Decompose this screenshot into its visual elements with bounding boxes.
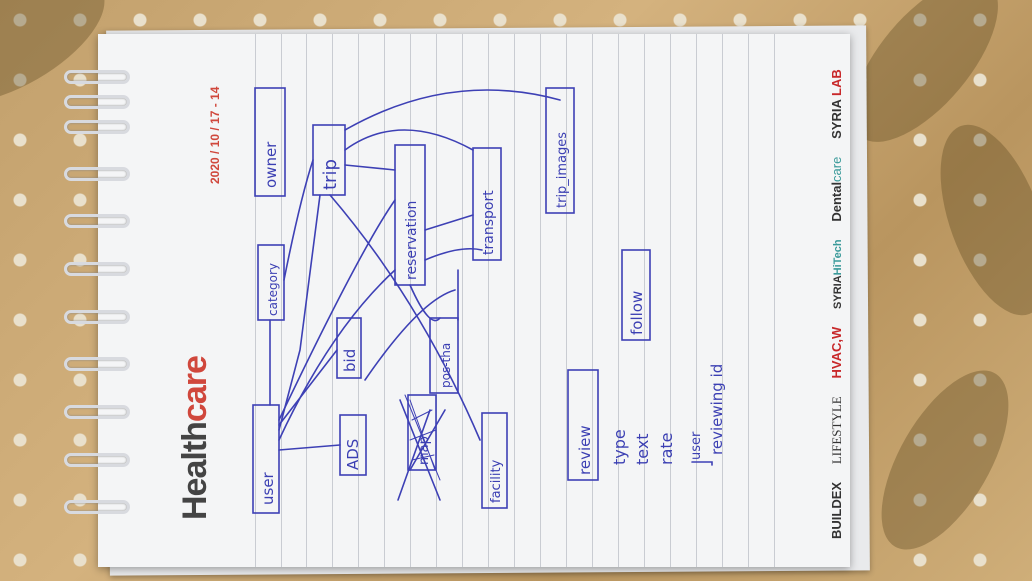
spiral-ring [64, 453, 130, 467]
entity-box-trip-images [545, 87, 575, 214]
entity-owner: owner [262, 141, 280, 188]
entity-trip: trip [320, 159, 341, 190]
entity-follow: follow [628, 291, 646, 335]
entity-trip-images: trip_images [555, 132, 570, 208]
spiral-ring [64, 310, 130, 324]
entity-pos-tha: pos-tha [439, 343, 453, 388]
review-field-rate: rate [657, 433, 676, 466]
entity-ads: ADS [344, 439, 362, 470]
review-field-text: text [633, 433, 652, 465]
spiral-ring [64, 70, 130, 84]
entity-box-follow [621, 249, 651, 341]
review-field-type: type [610, 429, 629, 465]
entity-box-category [257, 244, 285, 321]
entity-review: review [576, 425, 594, 475]
spiral-ring [64, 405, 130, 419]
entity-bid: bid [341, 349, 359, 372]
entity-box-facility [481, 412, 508, 509]
notebook-page: Healthcare 2020 / 10 / 17 - 14 BUILDEX L… [98, 34, 850, 567]
spiral-ring [64, 167, 130, 181]
entity-transport: transport [481, 190, 497, 255]
spiral-ring [64, 120, 130, 134]
entity-box-review [567, 369, 599, 481]
review-field-reviewing-id: reviewing id [708, 364, 726, 455]
review-field-user: user [689, 431, 704, 460]
entity-box-bid [336, 317, 362, 379]
spiral-ring [64, 500, 130, 514]
entity-box-pos-tha [429, 317, 459, 394]
entity-reservation: reservation [404, 201, 420, 280]
spiral-ring [64, 214, 130, 228]
entity-box-owner [254, 87, 286, 197]
spiral-ring [64, 357, 130, 371]
spiral-ring [64, 95, 130, 109]
entity-box-transport [472, 147, 502, 261]
entity-box-user [252, 404, 280, 514]
entity-user: user [259, 471, 277, 505]
spiral-ring [64, 262, 130, 276]
entity-box-map [407, 394, 437, 471]
entity-category: category [266, 263, 280, 316]
entity-facility: facility [489, 459, 504, 503]
